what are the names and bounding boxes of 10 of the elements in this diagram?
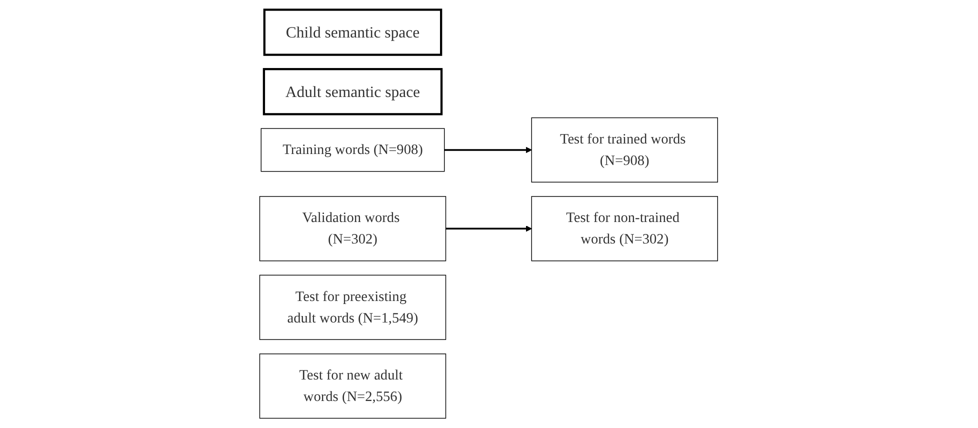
node-box: Test for non-trained words (N=302): [532, 196, 718, 262]
node-box: Test for trained words (N=908): [532, 117, 718, 183]
node-box: Adult semantic space: [263, 68, 443, 116]
node-box: Child semantic space: [264, 8, 442, 56]
node-box: Test for new adult words (N=2,556): [260, 354, 446, 419]
node-box: Validation words (N=302): [260, 196, 446, 262]
node-box: Test for preexisting adult words (N=1,549): [260, 274, 446, 340]
node-box: Training words (N=908): [261, 128, 446, 172]
arrow: [444, 146, 532, 154]
arrow: [446, 226, 532, 232]
